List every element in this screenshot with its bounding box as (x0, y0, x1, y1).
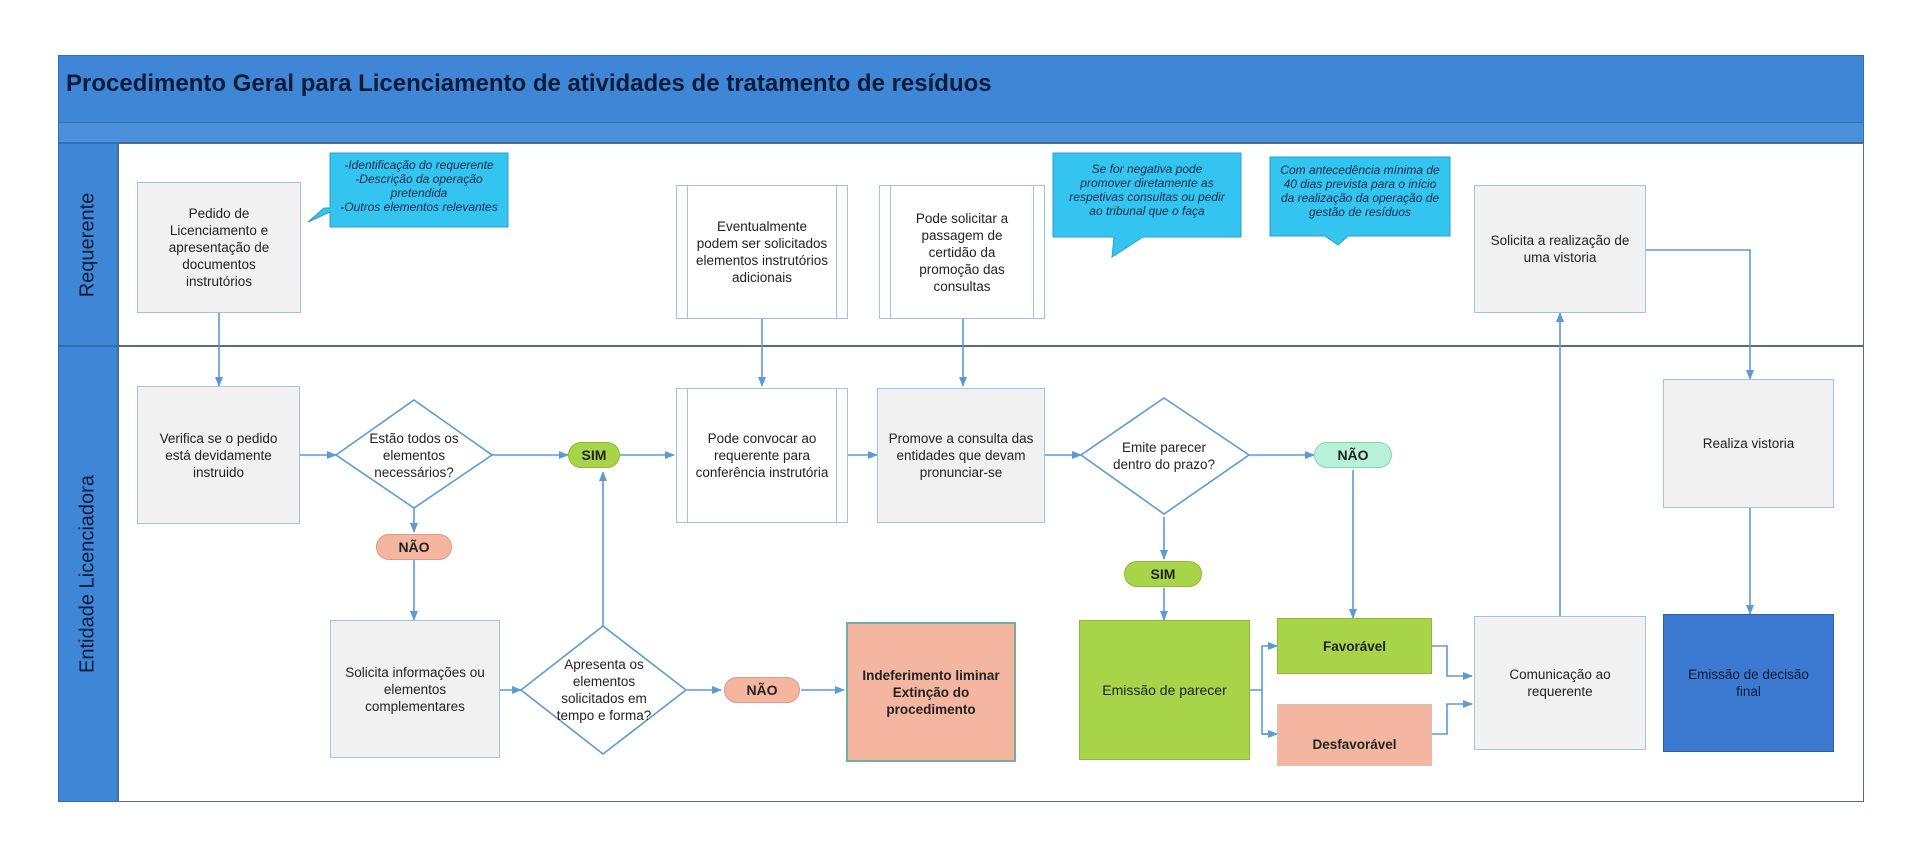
node-indeferimento: Indeferimento liminar Extinção do proced… (846, 622, 1016, 762)
node-verifica-pedido: Verifica se o pedido está devidamente in… (137, 386, 300, 524)
decision-emite-parecer-label: Emite parecer dentro do prazo? (1112, 440, 1216, 472)
node-emissao-parecer: Emissão de parecer (1079, 620, 1250, 760)
note-1-line-2: -Descrição da operação (355, 172, 483, 186)
label-nao-3: NÃO (1314, 442, 1392, 468)
note-3-text: Com antecedência mínima de 40 dias previ… (1272, 163, 1448, 219)
callout-note-2 (1052, 152, 1242, 258)
node-solicita-informacoes: Solicita informações ou elementos comple… (330, 620, 500, 758)
node-pode-solicitar: Pode solicitar a passagem de certidão da… (879, 185, 1045, 319)
node-pedido-licenciamento: Pedido de Licenciamento e apresentação d… (137, 182, 301, 313)
decision-apresenta (519, 624, 688, 756)
arrow-vistoria-realiza (1646, 249, 1754, 380)
note-1-text: -Identificação do requerente -Descrição … (332, 158, 506, 214)
callout-note-1 (307, 152, 509, 228)
arrow-favoravel-comunicacao (1432, 645, 1473, 680)
node-favoravel: Favorável (1277, 618, 1432, 674)
lane-label-entidade: Entidade Licenciadora (58, 346, 118, 802)
lane-label-requerente: Requerente (58, 143, 118, 346)
note-3-line-4: gestão de resíduos (1308, 205, 1412, 219)
note-3-line-1: Com antecedência mínima de (1280, 163, 1440, 177)
node-realiza-vistoria: Realiza vistoria (1663, 379, 1834, 508)
decision-apresenta-label: Apresenta os elementos solicitados em te… (556, 657, 652, 723)
arrow-emissao-desfavoravel (1261, 690, 1277, 735)
label-sim-1: SIM (568, 442, 620, 468)
arrow-desfavoravel-comunicacao (1432, 700, 1473, 735)
label-nao-2: NÃO (724, 677, 800, 703)
diagram-title: Procedimento Geral para Licenciamento de… (66, 70, 992, 97)
note-1-line-4: -Outros elementos relevantes (340, 200, 498, 214)
decision-emite-parecer (1079, 397, 1251, 515)
arrow-emissao-favoravel (1250, 642, 1278, 691)
label-nao-1: NÃO (376, 534, 452, 560)
node-solicita-vistoria: Solicita a realização de uma vistoria (1474, 185, 1646, 313)
label-sim-2: SIM (1124, 561, 1202, 587)
node-promove-consulta: Promove a consulta das entidades que dev… (877, 388, 1045, 523)
note-1-line-3: pretendida (390, 186, 448, 200)
note-2-line-3: respetivas consultas ou pedir (1069, 190, 1225, 204)
title-subband (58, 123, 1864, 143)
decision-estao-todos (334, 399, 494, 509)
node-desfavoravel: Desfavorável (1277, 704, 1432, 766)
note-2-line-2: promover diretamente as (1080, 176, 1214, 190)
node-eventualmente: Eventualmente podem ser solicitados elem… (676, 185, 848, 319)
note-1-line-1: -Identificação do requerente (344, 158, 494, 172)
node-pode-convocar: Pode convocar ao requerente para conferê… (676, 388, 848, 523)
node-comunicacao: Comunicação ao requerente (1474, 616, 1646, 750)
node-desfavoravel-label: Desfavorável (1312, 736, 1397, 752)
note-2-text: Se for negativa pode promover diretament… (1055, 162, 1239, 218)
callout-note-3 (1269, 156, 1451, 246)
title-band (58, 55, 1864, 123)
note-3-line-2: 40 dias prevista para o início (1283, 177, 1437, 191)
note-3-line-3: da realização da operação de (1280, 191, 1440, 205)
decision-estao-todos-label: Estão todos os elementos necessários? (369, 430, 459, 480)
note-2-line-1: Se for negativa pode (1091, 162, 1203, 176)
note-2-line-4: ao tribunal que o faça (1089, 204, 1205, 218)
node-decisao-final: Emissão de decisão final (1663, 614, 1834, 752)
